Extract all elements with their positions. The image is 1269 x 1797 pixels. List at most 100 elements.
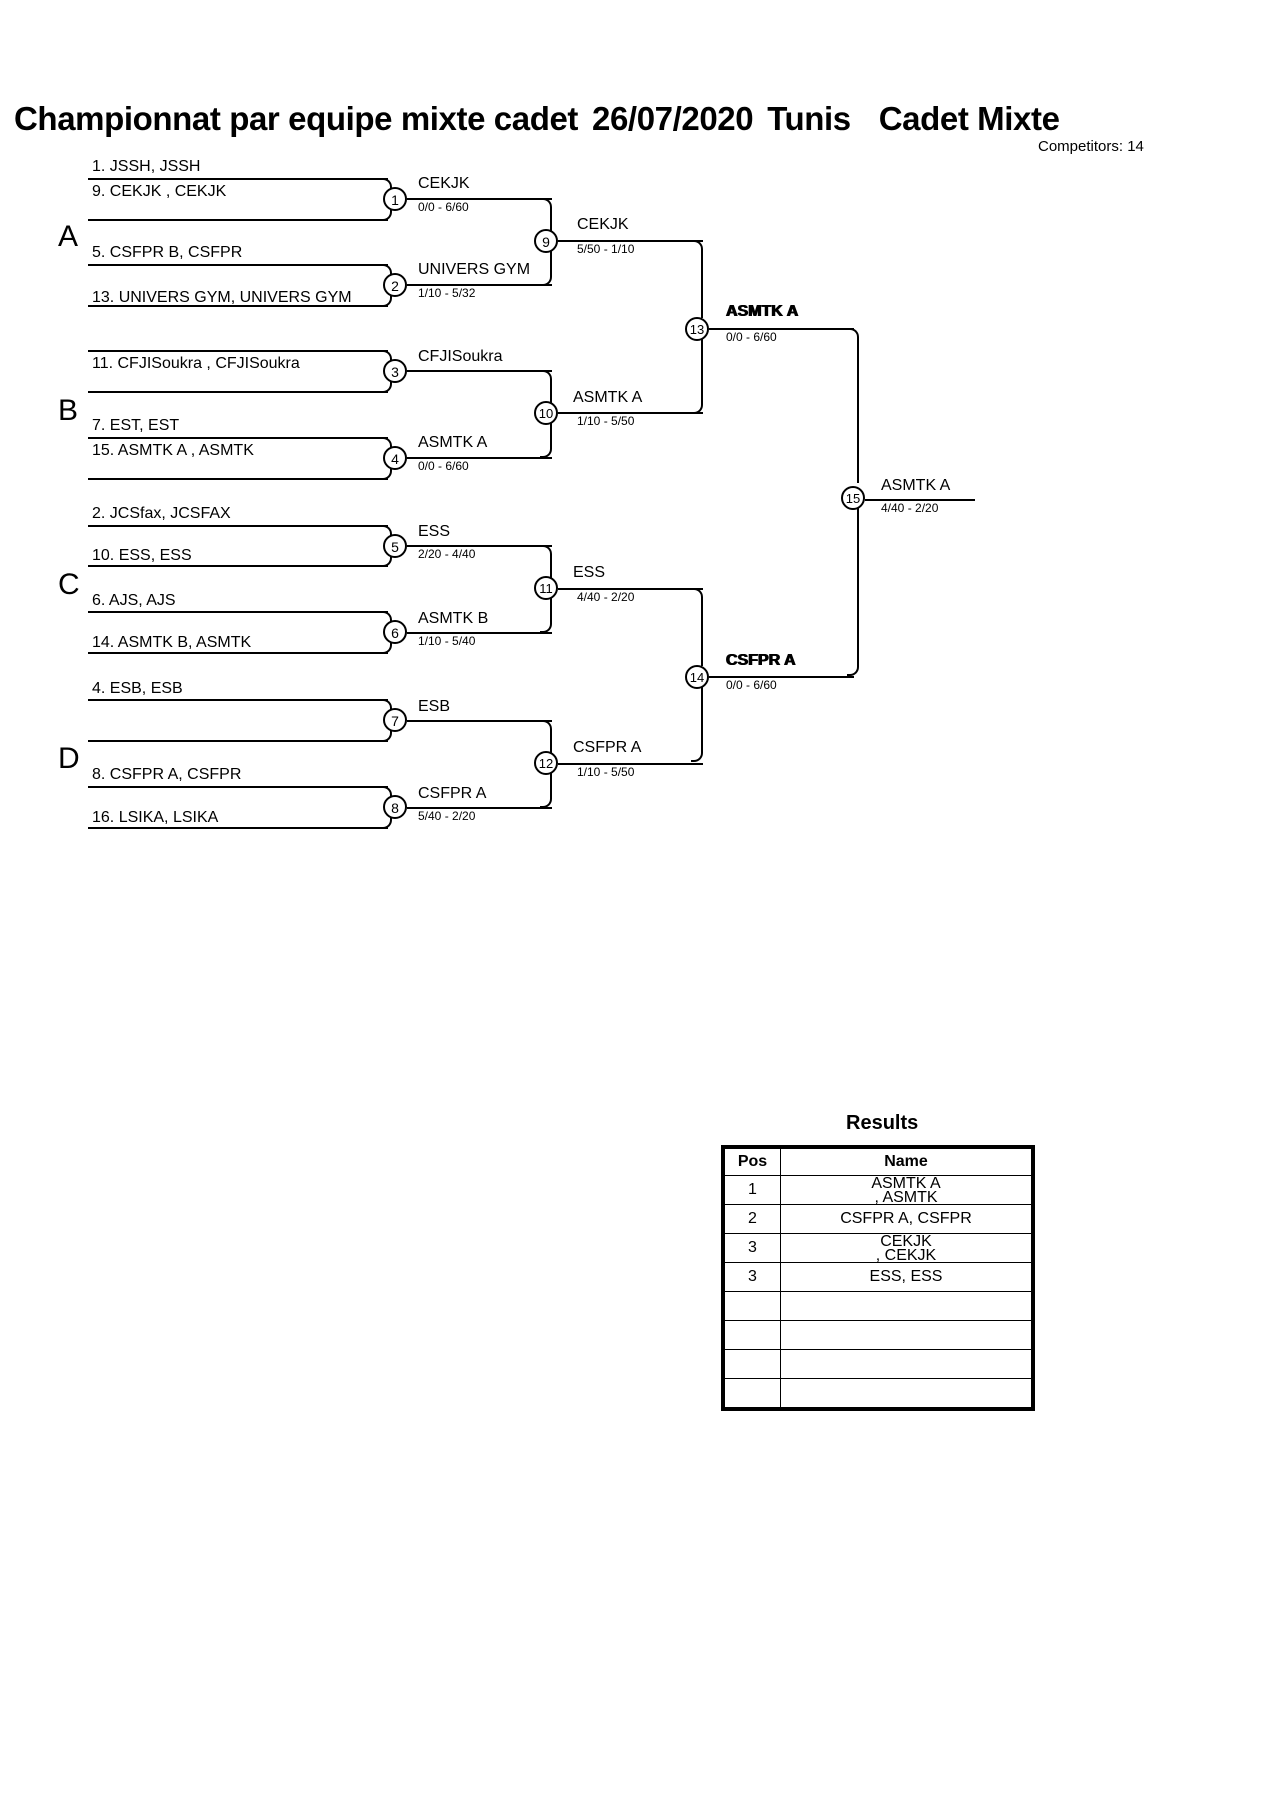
match-rule-4 xyxy=(407,457,552,459)
match-score-15: 4/40 - 2/20 xyxy=(881,501,939,515)
results-pos: 1 xyxy=(724,1175,781,1205)
table-row[interactable]: 2 CSFPR A, CSFPR xyxy=(724,1204,1032,1234)
elbow-m12-bot xyxy=(540,772,552,808)
elbow-m14-top xyxy=(691,588,703,666)
match-rule-15 xyxy=(865,499,975,501)
match-winner-14: CSFPR A xyxy=(726,652,796,669)
elbow-m11-top xyxy=(540,545,552,579)
seed-rule-6 xyxy=(88,611,388,613)
elbow-final-bot xyxy=(847,503,859,676)
seed-label-11-line1: 11. CFJISoukra xyxy=(92,355,202,372)
seed-rule-7 xyxy=(88,437,388,439)
seed-label-14: 14. ASMTK B, ASMTK xyxy=(92,634,252,651)
match-winner-12: CSFPR A xyxy=(573,739,642,756)
elbow-m2-top xyxy=(380,264,392,279)
match-node-8[interactable]: 8 xyxy=(383,795,407,819)
seed-rule-10 xyxy=(88,565,388,567)
match-node-13[interactable]: 13 xyxy=(685,317,709,341)
seed-rule-14 xyxy=(88,652,388,654)
match-node-3[interactable]: 3 xyxy=(383,359,407,383)
seed-rule-1 xyxy=(88,178,388,180)
results-pos xyxy=(724,1320,781,1350)
seed-rule-8 xyxy=(88,786,388,788)
match-score-1: 0/0 - 6/60 xyxy=(418,200,469,214)
results-col-name: Name xyxy=(780,1148,1032,1176)
seed-label-9-line1: 9. CEKJK xyxy=(92,183,162,200)
seed-label-4: 4. ESB, ESB xyxy=(92,680,183,697)
match-node-14[interactable]: 14 xyxy=(685,665,709,689)
match-node-7[interactable]: 7 xyxy=(383,708,407,732)
results-title: Results xyxy=(846,1112,919,1134)
match-winner-4: ASMTK A xyxy=(418,434,488,451)
match-rule-8 xyxy=(407,807,552,809)
elbow-m13-top xyxy=(691,240,703,318)
elbow-m1-bot xyxy=(380,206,392,221)
table-row[interactable] xyxy=(724,1320,1032,1350)
results-name-line2: , CEKJK xyxy=(875,1247,937,1263)
title-event: Championnat par equipe mixte cadet xyxy=(14,100,579,137)
match-winner-5: ESS xyxy=(418,523,451,540)
seed-rule-empty-3 xyxy=(88,350,388,352)
match-node-12[interactable]: 12 xyxy=(534,751,558,775)
elbow-m9-bot xyxy=(540,250,552,286)
seed-rule-16 xyxy=(88,827,388,829)
seed-label-6: 6. AJS, AJS xyxy=(92,592,176,609)
elbow-m3-top xyxy=(380,350,392,365)
seed-label-15: 15. ASMTK A , ASMTK xyxy=(92,441,254,461)
match-score-11: 4/40 - 2/20 xyxy=(577,590,635,604)
match-winner-10: ASMTK A xyxy=(573,389,643,406)
table-row[interactable] xyxy=(724,1378,1032,1408)
table-row[interactable]: 3 ESS, ESS xyxy=(724,1262,1032,1292)
results-name-line1: ASMTK A xyxy=(871,1175,941,1192)
results-name: ASMTK A , ASMTK xyxy=(780,1175,1032,1205)
seed-rule-empty-7 xyxy=(88,740,388,742)
match-node-10[interactable]: 10 xyxy=(534,401,558,425)
results-name: CEKJK , CEKJK xyxy=(780,1233,1032,1263)
seed-rule-4 xyxy=(88,699,388,701)
results-name-line1: CEKJK xyxy=(880,1233,932,1250)
table-row[interactable]: 1 ASMTK A , ASMTK xyxy=(724,1175,1032,1205)
match-node-11[interactable]: 11 xyxy=(534,576,558,600)
results-name xyxy=(780,1378,1032,1408)
elbow-m7-top xyxy=(380,699,392,714)
match-rule-10 xyxy=(558,412,703,414)
match-score-6: 1/10 - 5/40 xyxy=(418,634,476,648)
elbow-m3-bot xyxy=(380,378,392,393)
results-pos xyxy=(724,1378,781,1408)
elbow-m1-top xyxy=(380,178,392,193)
match-rule-7 xyxy=(407,720,552,722)
seed-label-9-line2: , CEKJK xyxy=(165,183,227,200)
results-header-row: Pos Name xyxy=(724,1148,1032,1176)
match-node-15[interactable]: 15 xyxy=(841,486,865,510)
seed-label-10: 10. ESS, ESS xyxy=(92,547,192,564)
seed-label-2: 2. JCSfax, JCSFAX xyxy=(92,505,231,522)
match-node-1[interactable]: 1 xyxy=(383,187,407,211)
results-table: Pos Name 1 ASMTK A , ASMTK 2 CSFPR xyxy=(721,1145,1035,1411)
title-place: Tunis xyxy=(767,100,851,137)
results-pos: 3 xyxy=(724,1262,781,1292)
match-node-6[interactable]: 6 xyxy=(383,620,407,644)
group-letter-d: D xyxy=(58,742,80,775)
match-node-4[interactable]: 4 xyxy=(383,446,407,470)
seed-rule-15 xyxy=(88,478,388,480)
elbow-m10-bot xyxy=(540,422,552,458)
match-score-10: 1/10 - 5/50 xyxy=(577,414,635,428)
match-rule-3 xyxy=(407,370,552,372)
match-score-8: 5/40 - 2/20 xyxy=(418,809,476,823)
match-node-2[interactable]: 2 xyxy=(383,273,407,297)
seed-label-11-line2: , CFJISoukra xyxy=(206,355,300,372)
table-row[interactable]: 3 CEKJK , CEKJK xyxy=(724,1233,1032,1263)
results-pos: 2 xyxy=(724,1204,781,1234)
table-row[interactable] xyxy=(724,1291,1032,1321)
match-score-2: 1/10 - 5/32 xyxy=(418,286,476,300)
title-category: Cadet Mixte xyxy=(878,100,1060,137)
match-node-9[interactable]: 9 xyxy=(534,229,558,253)
table-row[interactable] xyxy=(724,1349,1032,1379)
match-node-5[interactable]: 5 xyxy=(383,534,407,558)
elbow-m7-bot xyxy=(380,727,392,742)
seed-rule-11 xyxy=(88,391,388,393)
elbow-m13-bot xyxy=(691,338,703,414)
seed-label-9: 9. CEKJK , CEKJK xyxy=(92,182,226,202)
